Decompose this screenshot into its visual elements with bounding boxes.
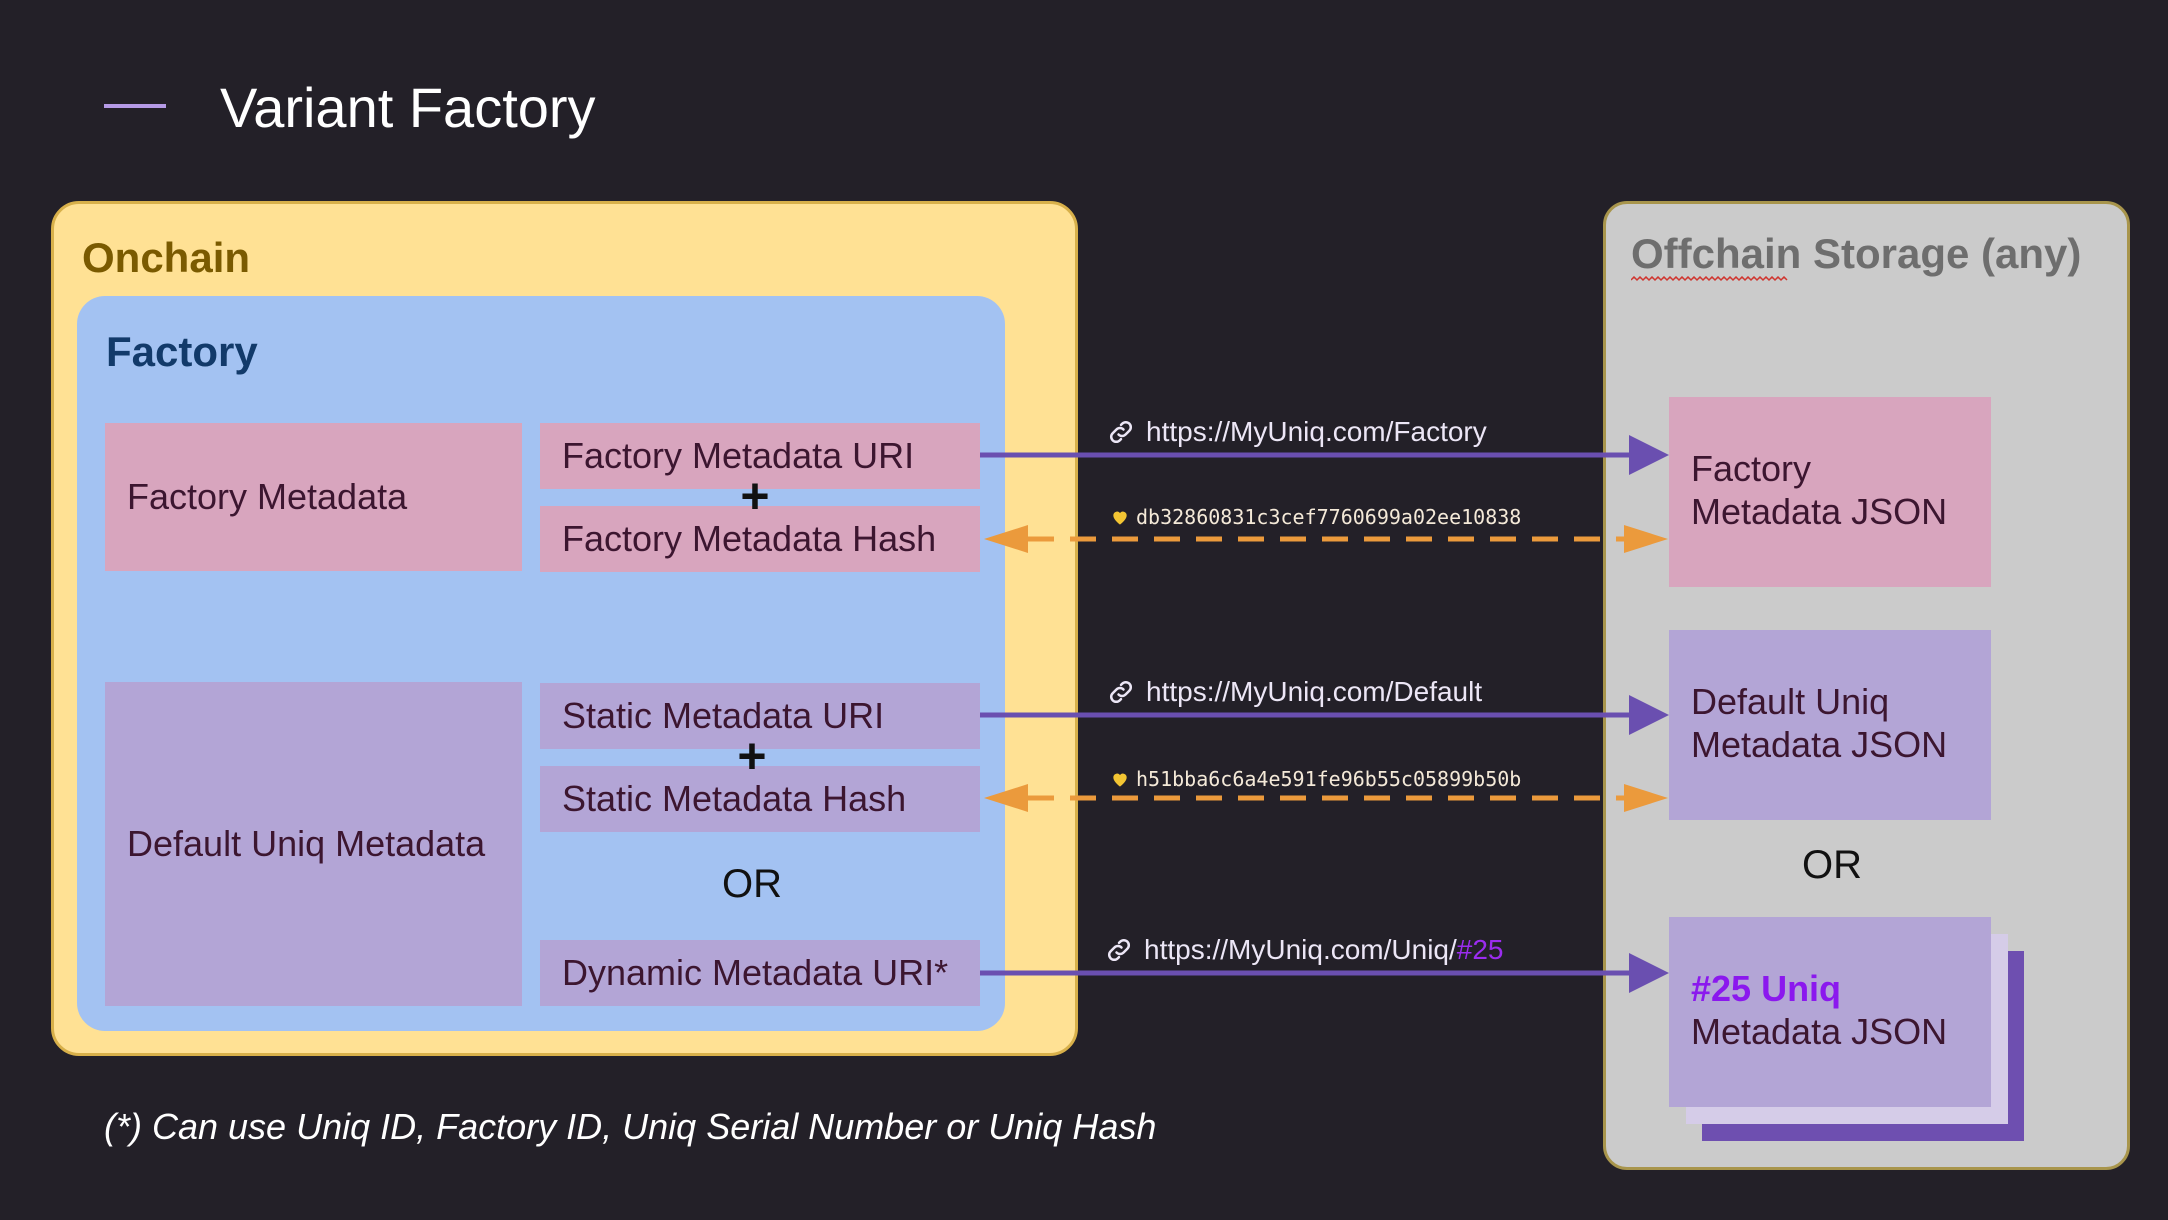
dynamic-metadata-uri-box: Dynamic Metadata URI*	[540, 940, 980, 1006]
title-dash	[104, 104, 166, 108]
default-url-label: https://MyUniq.com/Default	[1106, 676, 1482, 708]
onchain-label: Onchain	[82, 234, 251, 281]
uniq-url-label: https://MyUniq.com/Uniq/#25	[1104, 934, 1504, 966]
url-text: https://MyUniq.com/Default	[1146, 676, 1483, 707]
heart-icon	[1113, 773, 1127, 787]
heart-icon	[1113, 511, 1127, 525]
or-label: OR	[722, 862, 782, 906]
default-uniq-metadata-box: Default Uniq Metadata	[105, 682, 522, 1006]
plus-sign: +	[737, 728, 767, 784]
hash-text: h51bba6c6a4e591fe96b55c05899b50b	[1136, 767, 1522, 791]
plus-sign: +	[740, 468, 770, 524]
or-label: OR	[1802, 843, 1862, 887]
arrowhead-left	[984, 525, 1028, 553]
uniq-metadata-json-box: #25 Uniq Metadata JSON	[1669, 917, 1991, 1107]
link-icon	[1107, 938, 1131, 962]
json-line: Metadata JSON	[1691, 1011, 1948, 1052]
url-text: https://MyUniq.com/Uniq/#25	[1144, 934, 1504, 966]
url-base: https://MyUniq.com/Uniq/	[1144, 934, 1457, 965]
factory-metadata-uri-box: Factory Metadata URI	[540, 423, 980, 489]
static-metadata-hash-box: Static Metadata Hash	[540, 766, 980, 832]
arrowhead-right	[1624, 525, 1668, 553]
hash-text: db32860831c3cef7760699a02ee10838	[1136, 505, 1522, 529]
factory-url-label: https://MyUniq.com/Factory	[1106, 416, 1487, 448]
static-metadata-uri-box: Static Metadata URI	[540, 683, 980, 749]
json-line: #25 Uniq	[1691, 968, 1842, 1009]
link-icon	[1109, 680, 1133, 704]
factory-metadata-json-box: Factory Metadata JSON	[1669, 397, 1991, 587]
factory-label: Factory	[106, 328, 258, 375]
link-icon	[1109, 420, 1133, 444]
arrowhead-right	[1624, 784, 1668, 812]
json-line: Factory	[1691, 448, 1812, 489]
page-title: Variant Factory	[220, 76, 596, 139]
static-hash-label: h51bba6c6a4e591fe96b55c05899b50b	[1110, 767, 1521, 791]
footnote: (*) Can use Uniq ID, Factory ID, Uniq Se…	[104, 1106, 1157, 1147]
arrowhead-left	[984, 784, 1028, 812]
json-line: Default Uniq	[1691, 681, 1890, 722]
json-line: Metadata JSON	[1691, 724, 1948, 765]
offchain-label: Offchain Storage (any)	[1631, 230, 2082, 277]
factory-metadata-hash-box: Factory Metadata Hash	[540, 506, 980, 572]
json-line: Metadata JSON	[1691, 491, 1948, 532]
factory-metadata-box: Factory Metadata	[105, 423, 522, 571]
url-text: https://MyUniq.com/Factory	[1146, 416, 1487, 447]
url-id: #25	[1456, 934, 1504, 965]
factory-hash-label: db32860831c3cef7760699a02ee10838	[1110, 505, 1521, 529]
spellcheck-underline	[1631, 276, 1788, 282]
default-uniq-metadata-json-box: Default Uniq Metadata JSON	[1669, 630, 1991, 820]
